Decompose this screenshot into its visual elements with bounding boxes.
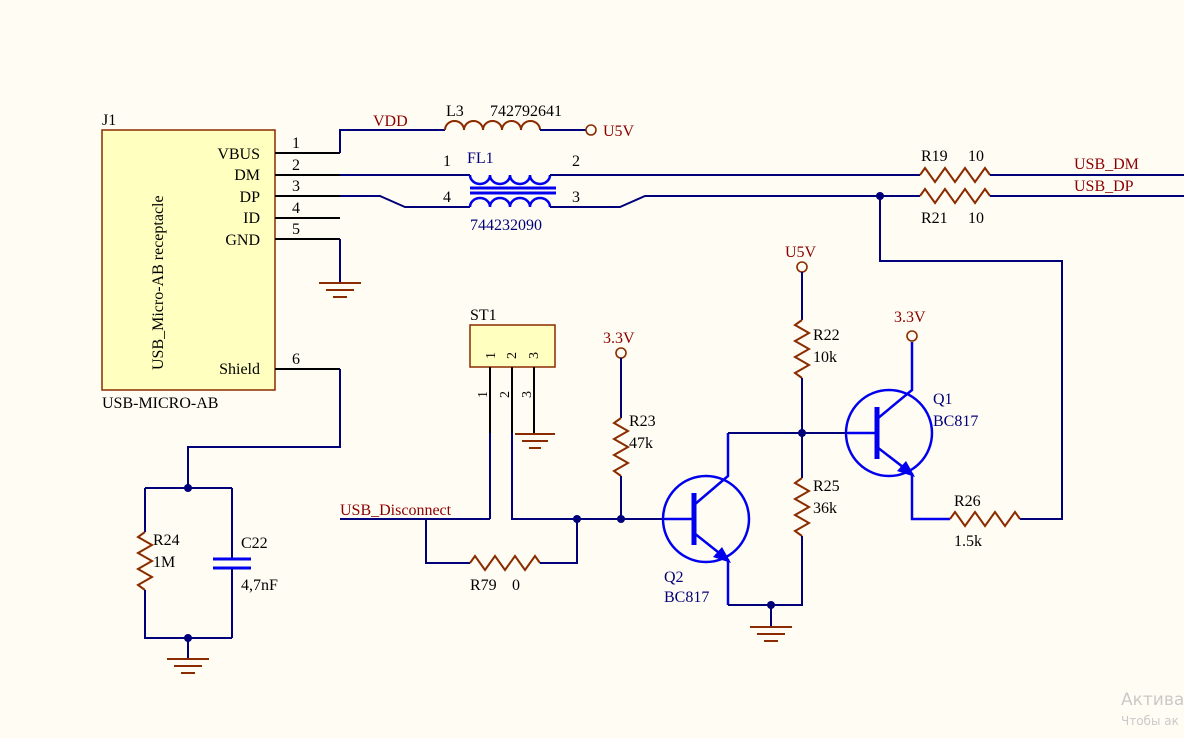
junction-r79: [573, 515, 581, 523]
q1-value: BC817: [933, 413, 978, 430]
filter-fl1: FL1 744232090 1 2 4 3: [340, 150, 580, 234]
jumper-body-pin-2: 2: [505, 352, 520, 359]
pin-number-5: 5: [292, 221, 300, 238]
connector-designator: J1: [102, 112, 116, 129]
r26-value: 1.5k: [954, 533, 982, 550]
r26-designator: R26: [954, 493, 981, 510]
resistor-r26-group: R26 1.5k: [949, 493, 1021, 550]
pin-number-1: 1: [292, 135, 300, 152]
resistor-r23-group: 3.3V R23 47k: [603, 330, 656, 519]
filter-pin-3: 3: [572, 189, 580, 206]
q2-designator: Q2: [664, 569, 684, 586]
r19-value: 10: [968, 148, 984, 165]
jumper-pin-3: 3: [520, 391, 535, 398]
pin-name-dp: DP: [240, 189, 261, 206]
q2-body: [661, 474, 751, 564]
net-label-usb-disconnect: USB_Disconnect: [340, 502, 452, 519]
resistor-r24: [135, 531, 155, 591]
r24-value: 1M: [153, 554, 175, 571]
jumper-body-pin-3: 3: [527, 352, 542, 359]
pin-number-6: 6: [292, 351, 300, 368]
bias-network: U5V R22 10k R25 36k: [728, 244, 848, 642]
inductor-designator: L3: [446, 103, 464, 120]
net-label-3v3-right: 3.3V: [894, 309, 926, 326]
connector-body: [101, 129, 276, 391]
resistor-r19: [919, 166, 991, 184]
r24-designator: R24: [153, 532, 180, 549]
r22-value: 10k: [813, 349, 837, 366]
pin-name-gnd: GND: [225, 232, 260, 249]
jumper-designator: ST1: [470, 307, 497, 324]
resistor-r23: [611, 417, 631, 477]
r21-value: 10: [968, 210, 984, 227]
c22-value: 4,7nF: [241, 577, 278, 594]
resistor-r21: [919, 187, 991, 205]
disconnect-net: USB_Disconnect R79 0: [340, 433, 665, 594]
connector-j1: J1 USB-MICRO-AB USB_Micro-AB receptacle …: [101, 112, 340, 412]
net-label-3v3-left: 3.3V: [603, 330, 635, 347]
connector-body-text: USB_Micro-AB receptacle: [150, 195, 167, 370]
q1-body: [844, 388, 934, 478]
jumper-pin-2: 2: [498, 391, 513, 398]
jumper-pin-1: 1: [476, 391, 491, 398]
net-label-usb-dm: USB_DM: [1074, 156, 1139, 173]
connector-footprint: USB-MICRO-AB: [102, 395, 218, 412]
pin-number-4: 4: [292, 200, 300, 217]
power-port-u5v-top: [585, 124, 597, 136]
pin-number-3: 3: [292, 178, 300, 195]
inductor-l3: L3 742792641 U5V: [444, 103, 635, 140]
net-label-vdd: VDD: [373, 113, 408, 130]
pin-name-dm: DM: [234, 167, 260, 184]
power-port-u5v-mid: [796, 261, 808, 273]
filter-value: 744232090: [470, 217, 542, 234]
r23-value: 47k: [629, 435, 653, 452]
r21-designator: R21: [921, 210, 948, 227]
vbus-net: VDD: [339, 113, 445, 153]
r23-designator: R23: [629, 413, 656, 430]
net-label-usb-dp: USB_DP: [1074, 178, 1134, 195]
r19-designator: R19: [921, 148, 948, 165]
pin-name-shield: Shield: [219, 361, 260, 378]
watermark-line-2: Чтобы ак: [1121, 714, 1179, 728]
usb-dm-net: R19 10 USB_DM: [550, 148, 1184, 184]
r25-value: 36k: [813, 500, 837, 517]
usb-dp-net: R21 10 USB_DP: [550, 178, 1184, 520]
net-label-u5v-top: U5V: [603, 123, 635, 140]
r79-designator: R79: [470, 577, 497, 594]
r22-designator: R22: [813, 327, 840, 344]
power-port-3v3-left: [615, 347, 627, 359]
resistor-r22: [792, 319, 812, 379]
filter-designator: FL1: [467, 150, 494, 167]
transistor-q2: Q2 BC817: [661, 433, 751, 606]
pin-number-2: 2: [292, 157, 300, 174]
c22-designator: C22: [241, 535, 268, 552]
r25-designator: R25: [813, 478, 840, 495]
filter-pin-4: 4: [443, 189, 451, 206]
power-port-3v3-right: [906, 330, 918, 342]
q2-value: BC817: [664, 589, 709, 606]
jumper-st1: ST1 1 2 3 1 2 3: [469, 307, 556, 449]
jumper-body: [469, 324, 556, 368]
pin-name-id: ID: [243, 210, 260, 227]
net-label-u5v-mid: U5V: [785, 244, 817, 261]
r79-value: 0: [512, 577, 520, 594]
q1-designator: Q1: [933, 391, 953, 408]
resistor-r25: [792, 477, 812, 537]
watermark-line-1: Актива: [1121, 690, 1184, 710]
resistor-r26: [949, 510, 1021, 528]
shield-network: R24 1M C22 4,7nF: [135, 369, 341, 674]
filter-pin-1: 1: [443, 153, 451, 170]
transistor-q1: 3.3V Q1 BC817: [844, 309, 978, 521]
resistor-r79: [469, 554, 541, 572]
junction-q1-base: [798, 429, 806, 437]
ground-symbol-j1: [319, 239, 361, 298]
inductor-value: 742792641: [490, 103, 562, 120]
filter-pin-2: 2: [572, 153, 580, 170]
pin-name-vbus: VBUS: [217, 146, 260, 163]
junction-shield-top: [184, 484, 192, 492]
jumper-body-pin-1: 1: [484, 352, 499, 359]
